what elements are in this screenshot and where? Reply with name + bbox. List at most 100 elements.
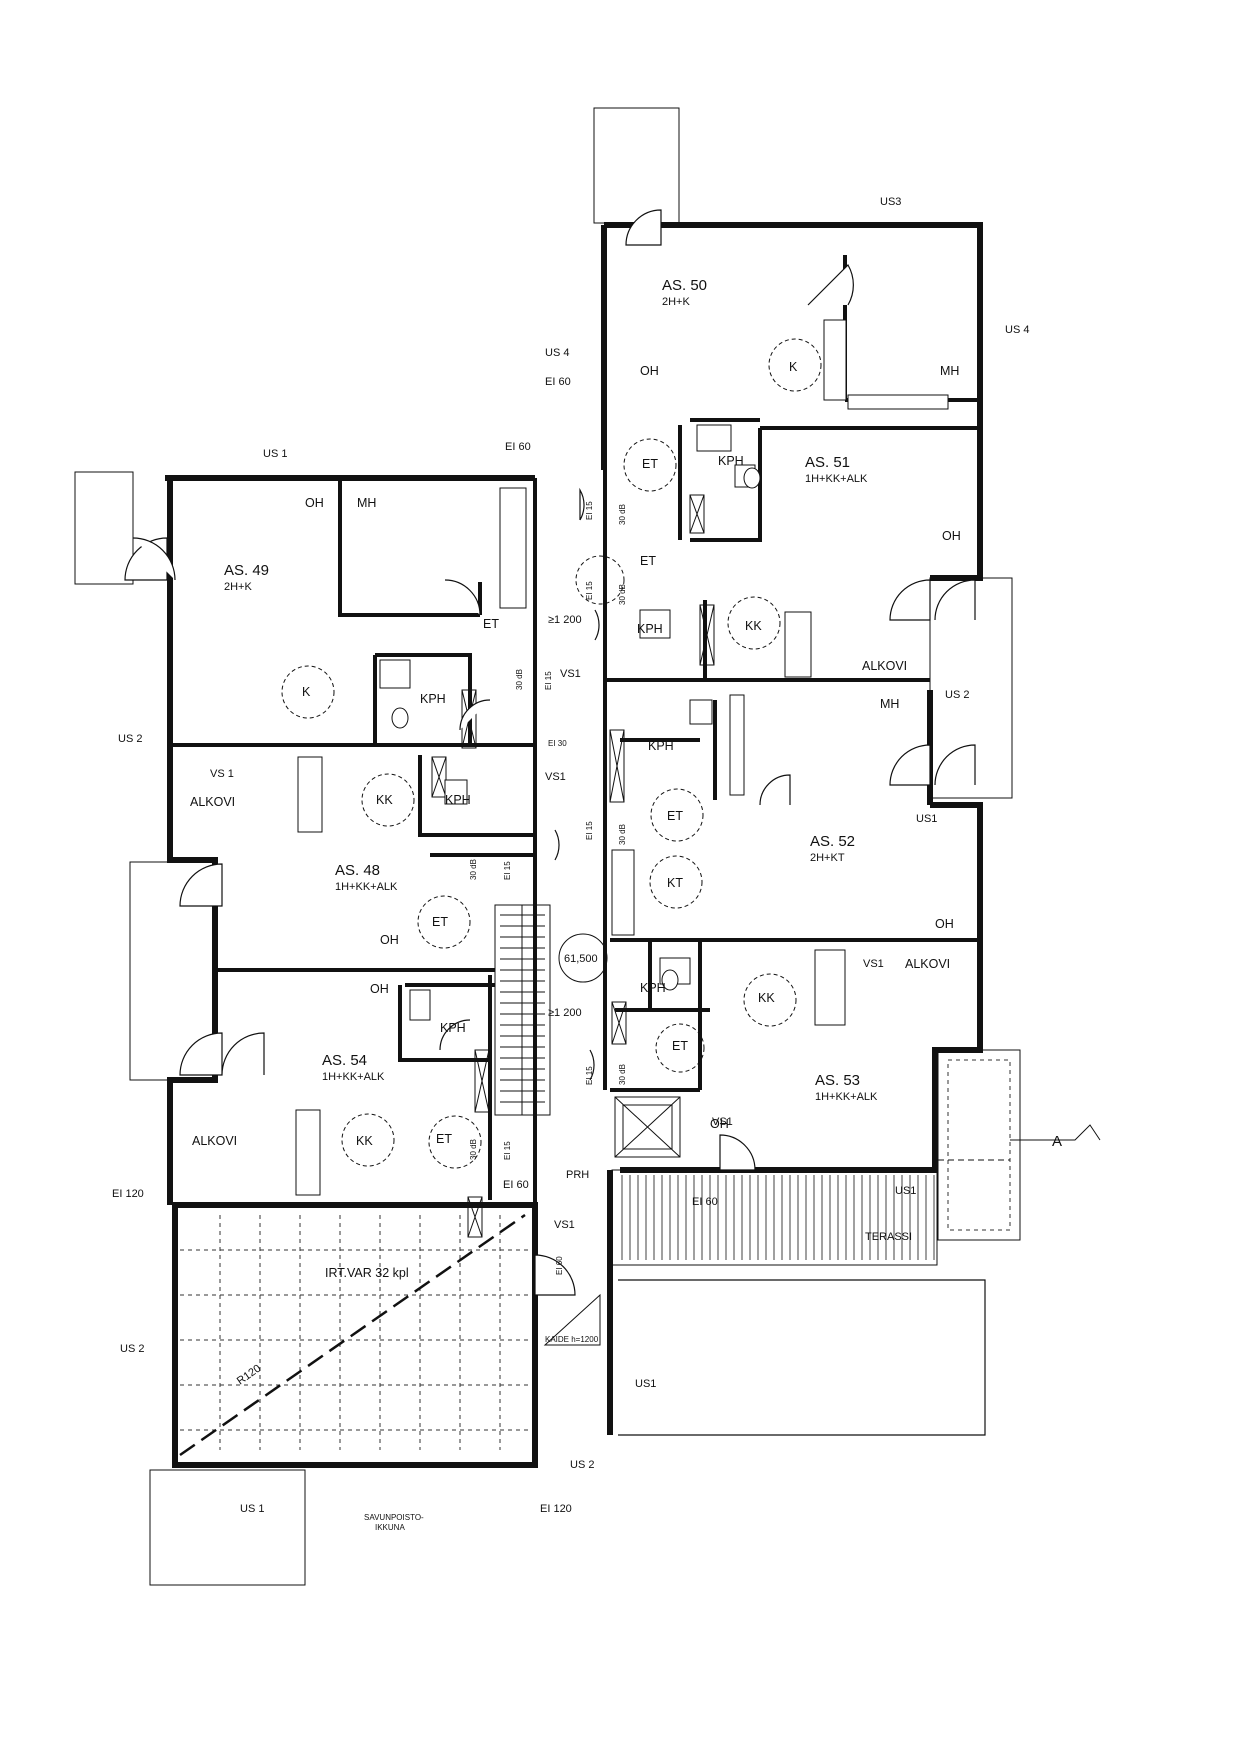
annotations: US3 US 4 US 4 EI 60 EI 60 US 1 US 2 US1 … (112, 196, 1062, 1532)
tag-us2: US 2 (945, 689, 969, 701)
room-kph: KPH (445, 793, 471, 807)
apt-as53-type: 1H+KK+ALK (815, 1091, 878, 1103)
elevator (614, 1096, 681, 1158)
room-alkovi: ALKOVI (190, 795, 235, 809)
level-circle (558, 933, 608, 983)
tag-vs1: VS1 (712, 1116, 733, 1128)
stair (494, 904, 551, 1116)
balcony-as53 (937, 1049, 1021, 1241)
apt-as50-type: 2H+K (662, 296, 690, 308)
tag-us3: US3 (880, 196, 901, 208)
room-et: ET (640, 554, 656, 568)
tag-ei120: EI 120 (540, 1503, 572, 1515)
balcony-south (149, 1469, 306, 1586)
room-kk: KK (376, 793, 393, 807)
room-et: ET (436, 1132, 452, 1146)
room-kph: KPH (420, 692, 446, 706)
railing-diagonal (543, 1293, 601, 1346)
room-kph: KPH (640, 981, 666, 995)
room-et: ET (642, 457, 658, 471)
room-k: K (302, 685, 311, 699)
room-kk: KK (356, 1134, 373, 1148)
tag-us1: US 1 (240, 1503, 264, 1515)
tag-db30: 30 dB (618, 1064, 627, 1085)
room-alkovi: ALKOVI (192, 1134, 237, 1148)
outer-walls (165, 222, 986, 1468)
apt-as51-name: AS. 51 (805, 454, 850, 471)
room-mh: MH (940, 364, 959, 378)
tag-clear-width: ≥1 200 (548, 614, 582, 626)
level-value: 61,500 (564, 953, 598, 965)
tag-smoke-window-1: SAVUNPOISTO- (364, 1513, 424, 1522)
tag-us2: US 2 (118, 733, 142, 745)
apartment-labels: AS. 50 2H+K AS. 51 1H+KK+ALK AS. 49 2H+K… (224, 277, 878, 1103)
room-terassi: TERASSI (865, 1231, 912, 1243)
tag-db30: 30 dB (469, 859, 478, 880)
turning-circles (281, 338, 822, 1169)
fire-radius-line (179, 1213, 526, 1457)
tag-ei60: EI 60 (545, 376, 571, 388)
apt-as48-name: AS. 48 (335, 862, 380, 879)
tag-vs1: VS 1 (210, 768, 234, 780)
room-et: ET (667, 809, 683, 823)
apt-as53-name: AS. 53 (815, 1072, 860, 1089)
tag-ei60: EI 60 (692, 1196, 718, 1208)
room-oh: OH (370, 982, 389, 996)
tag-db30: 30 dB (469, 1139, 478, 1160)
tag-ei15: EI 15 (585, 581, 594, 600)
tag-us4: US 4 (545, 347, 569, 359)
room-oh: OH (640, 364, 659, 378)
room-kph: KPH (637, 622, 663, 636)
room-k: K (789, 360, 798, 374)
fixtures (379, 424, 761, 1021)
room-alkovi: ALKOVI (862, 659, 907, 673)
tag-ei15: EI 15 (503, 1141, 512, 1160)
apt-as51-type: 1H+KK+ALK (805, 473, 868, 485)
tag-vs1: VS1 (863, 958, 884, 970)
tag-db30: 30 dB (618, 584, 627, 605)
apt-as54-name: AS. 54 (322, 1052, 367, 1069)
interior-walls (170, 255, 980, 1205)
tag-db30: 30 dB (515, 669, 524, 690)
room-kph: KPH (648, 739, 674, 753)
tag-clear-width: ≥1 200 (548, 1007, 582, 1019)
apt-as50-name: AS. 50 (662, 277, 707, 294)
room-mh: MH (880, 697, 899, 711)
tag-ei120: EI 120 (112, 1188, 144, 1200)
room-storage: IRT.VAR 32 kpl (325, 1266, 409, 1280)
tag-ei60: EI 60 (503, 1179, 529, 1191)
tag-vs1: VS1 (545, 771, 566, 783)
tag-us1: US1 (635, 1378, 656, 1390)
room-oh: OH (935, 917, 954, 931)
room-kk: KK (745, 619, 762, 633)
storage-cages (180, 1215, 530, 1450)
room-et: ET (432, 915, 448, 929)
apt-as49-name: AS. 49 (224, 562, 269, 579)
tag-ei15: EI 15 (585, 1066, 594, 1085)
tag-db30: 30 dB (618, 824, 627, 845)
room-et: ET (672, 1039, 688, 1053)
section-marker-line (1010, 1124, 1101, 1141)
fire-radius-label: R120 (235, 1363, 263, 1388)
room-kk: KK (758, 991, 775, 1005)
tag-db30: 30 dB (618, 504, 627, 525)
tag-us2: US 2 (120, 1343, 144, 1355)
room-oh: OH (305, 496, 324, 510)
tag-ei15: EI 15 (503, 861, 512, 880)
tag-railing: KAIDE h=1200 (545, 1335, 599, 1344)
shafts (431, 494, 715, 1238)
room-kph: KPH (718, 454, 744, 468)
room-oh: OH (710, 1117, 729, 1131)
apt-as54-type: 1H+KK+ALK (322, 1071, 385, 1083)
room-prh: PRH (566, 1169, 589, 1181)
apt-as49-type: 2H+K (224, 581, 252, 593)
tag-vs1: VS1 (560, 668, 581, 680)
balcony-as49 (74, 471, 134, 585)
tag-ei15: EI 15 (585, 501, 594, 520)
tag-smoke-window-2: IKKUNA (375, 1523, 405, 1532)
doors (124, 209, 976, 1296)
tag-ei15: EI 15 (544, 671, 553, 690)
tag-ei60: EI 60 (505, 441, 531, 453)
room-oh: OH (942, 529, 961, 543)
